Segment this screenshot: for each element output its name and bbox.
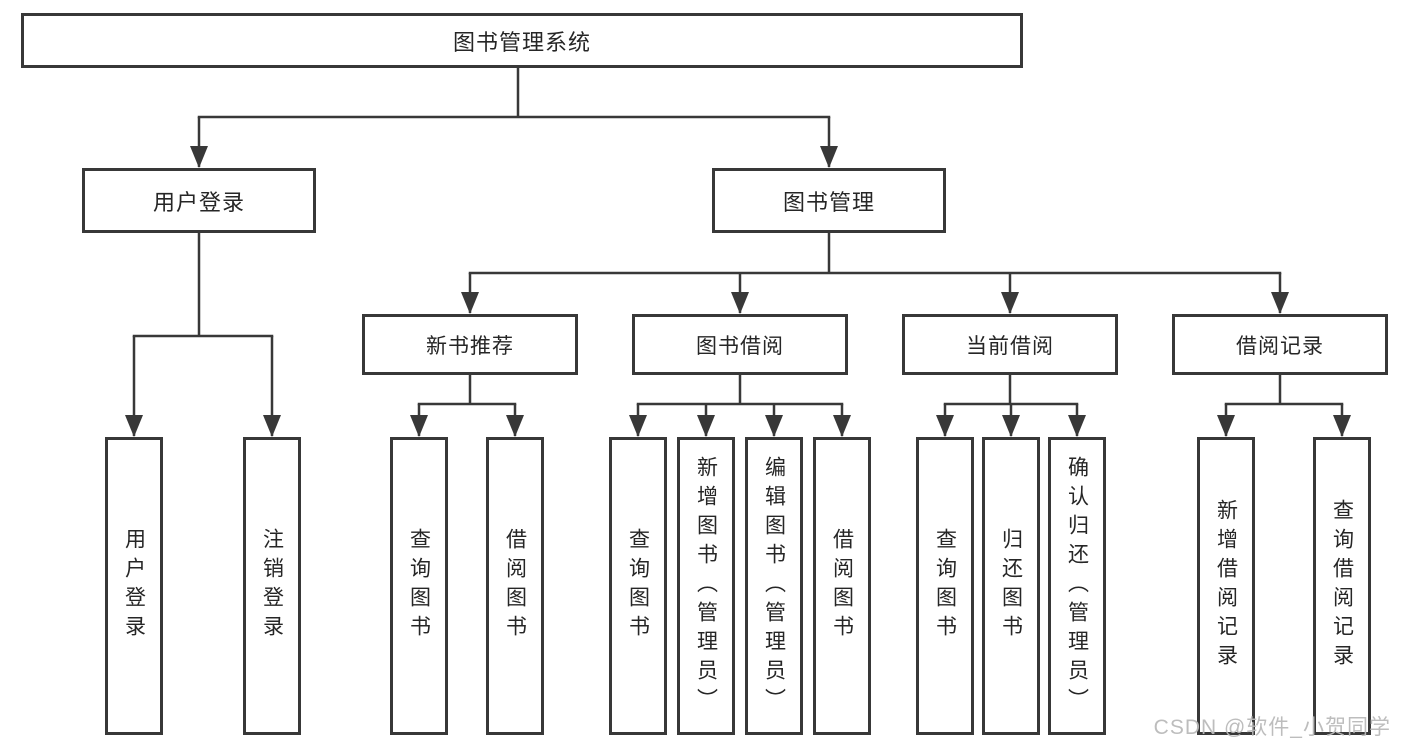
leaf-borrow-book-1-label: 借阅图书 [503, 528, 527, 644]
leaf-query-book-1: 查询图书 [390, 437, 448, 735]
leaf-query-book-1-label: 查询图书 [407, 528, 431, 644]
leaf-add-record-label: 新增借阅记录 [1214, 499, 1238, 673]
leaf-borrow-book-1: 借阅图书 [486, 437, 544, 735]
connector-book-mgmt-to-level3 [461, 231, 1289, 314]
connector-new-book-rec-to-leaves [410, 373, 524, 437]
connector-borrow-record-to-leaves [1217, 373, 1351, 437]
csdn-watermark: CSDN @软件_小贺同学 [1153, 716, 1391, 739]
leaf-add-book: 新增图书（管理员） [677, 437, 735, 735]
connector-root-to-level2 [190, 66, 838, 168]
leaf-query-record: 查询借阅记录 [1313, 437, 1371, 735]
leaf-user-login: 用户登录 [105, 437, 163, 735]
node-book-borrow: 图书借阅 [632, 314, 848, 375]
leaf-edit-book: 编辑图书（管理员） [745, 437, 803, 735]
leaf-return-book: 归还图书 [982, 437, 1040, 735]
leaf-return-book-label: 归还图书 [999, 528, 1023, 644]
leaf-add-record: 新增借阅记录 [1197, 437, 1255, 735]
node-borrow-record: 借阅记录 [1172, 314, 1388, 375]
leaf-query-book-2: 查询图书 [609, 437, 667, 735]
leaf-logout: 注销登录 [243, 437, 301, 735]
connector-user-login-to-leaves [125, 231, 281, 437]
leaf-edit-book-label: 编辑图书（管理员） [762, 455, 786, 717]
leaf-query-book-3-label: 查询图书 [933, 528, 957, 644]
leaf-confirm-return: 确认归还（管理员） [1048, 437, 1106, 735]
leaf-query-book-3: 查询图书 [916, 437, 974, 735]
leaf-logout-label: 注销登录 [260, 528, 284, 644]
leaf-confirm-return-label: 确认归还（管理员） [1065, 455, 1089, 717]
connector-current-borrow-to-leaves [936, 373, 1086, 437]
leaf-query-book-2-label: 查询图书 [626, 528, 650, 644]
leaf-borrow-book-2-label: 借阅图书 [830, 528, 854, 644]
node-current-borrow: 当前借阅 [902, 314, 1118, 375]
leaf-add-book-label: 新增图书（管理员） [694, 455, 718, 717]
node-root: 图书管理系统 [21, 13, 1023, 68]
leaf-user-login-label: 用户登录 [122, 528, 146, 644]
node-book-mgmt: 图书管理 [712, 168, 946, 233]
node-user-login: 用户登录 [82, 168, 316, 233]
connector-book-borrow-to-leaves [629, 373, 851, 437]
leaf-borrow-book-2: 借阅图书 [813, 437, 871, 735]
node-new-book-rec: 新书推荐 [362, 314, 578, 375]
leaf-query-record-label: 查询借阅记录 [1330, 499, 1354, 673]
